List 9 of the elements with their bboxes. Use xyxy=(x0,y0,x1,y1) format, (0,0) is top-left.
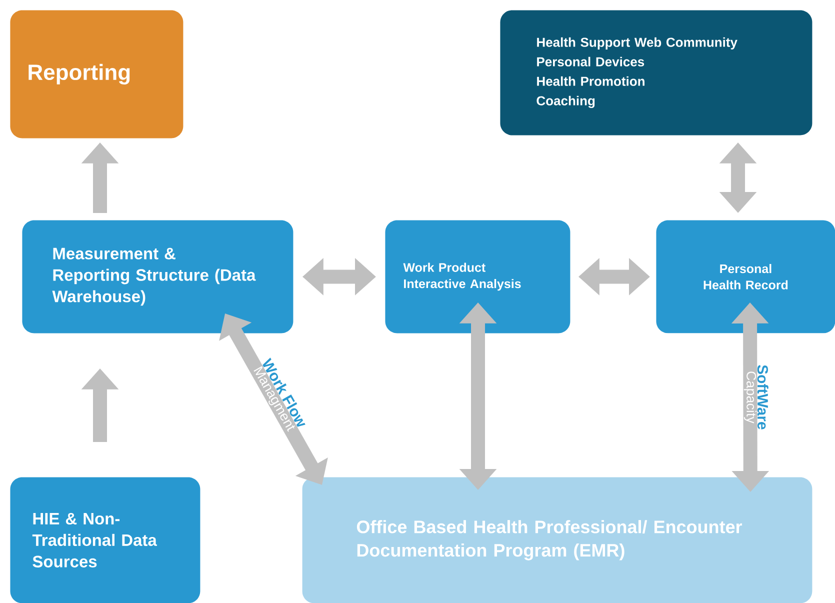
process-box: Work Product Interactive Analysis xyxy=(385,220,570,334)
process-box: HIE & Non-Traditional Data Sources xyxy=(10,477,200,603)
process-box: Office Based Health Professional/ Encounter Documentation Program (EMR) xyxy=(302,477,812,603)
process-box: Personal Health Record xyxy=(656,220,835,334)
process-box: Measurement & Reporting Structure (Data Warehouse) xyxy=(22,220,294,334)
process-box: Health Support Web Community Personal Devices Health Promotion Coaching xyxy=(500,10,812,136)
edge-label: SoftWare xyxy=(757,365,768,430)
arrow-label: Capacity xyxy=(744,372,757,424)
process-box: Reporting xyxy=(10,10,184,138)
